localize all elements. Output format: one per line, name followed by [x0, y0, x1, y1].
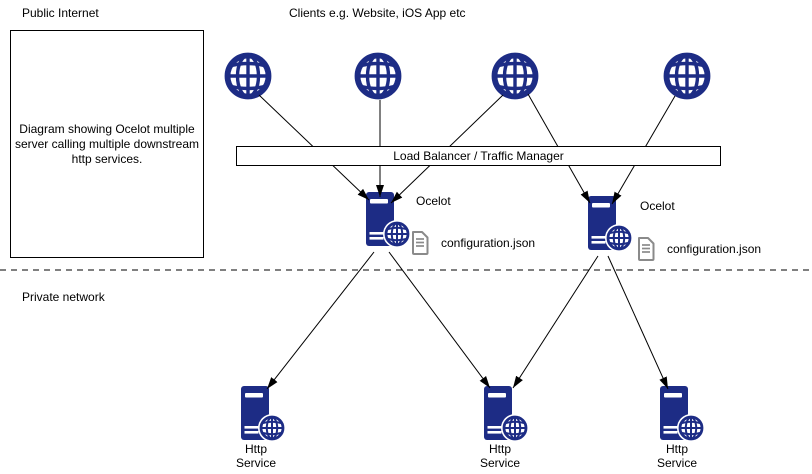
description-box: Diagram showing Ocelot multiple server c… — [10, 30, 204, 258]
configuration-file-icon — [410, 230, 430, 256]
http-service-label: Http Service — [235, 442, 276, 470]
connector-arrow — [266, 251, 375, 390]
configuration-file-icon — [636, 236, 656, 262]
connector-arrow — [607, 255, 669, 390]
ocelot-server-globe-icon — [365, 191, 411, 249]
connector-arrow — [512, 255, 599, 389]
description-text: Diagram showing Ocelot multiple server c… — [14, 121, 200, 166]
http-service-label: Http Service — [656, 442, 697, 470]
public-internet-label: Public Internet — [22, 6, 99, 20]
configuration-file-label: configuration.json — [667, 242, 762, 256]
load-balancer-box: Load Balancer / Traffic Manager — [236, 146, 721, 166]
gateway-label: Ocelot — [416, 194, 451, 208]
clients-title: Clients e.g. Website, iOS App etc — [289, 6, 466, 20]
gateway-label: Ocelot — [640, 199, 675, 213]
http-service-server-globe-icon — [240, 385, 286, 443]
http-service-label: Http Service — [479, 442, 520, 470]
client-globe-icon — [224, 52, 272, 100]
configuration-file-label: configuration.json — [441, 236, 536, 250]
http-service-server-globe-icon — [483, 385, 529, 443]
private-network-label: Private network — [22, 290, 105, 304]
connector-arrow — [388, 251, 491, 389]
client-globe-icon — [491, 52, 539, 100]
ocelot-server-globe-icon — [587, 195, 633, 253]
client-globe-icon — [663, 52, 711, 100]
load-balancer-label: Load Balancer / Traffic Manager — [393, 149, 564, 163]
client-globe-icon — [354, 52, 402, 100]
http-service-server-globe-icon — [659, 385, 705, 443]
